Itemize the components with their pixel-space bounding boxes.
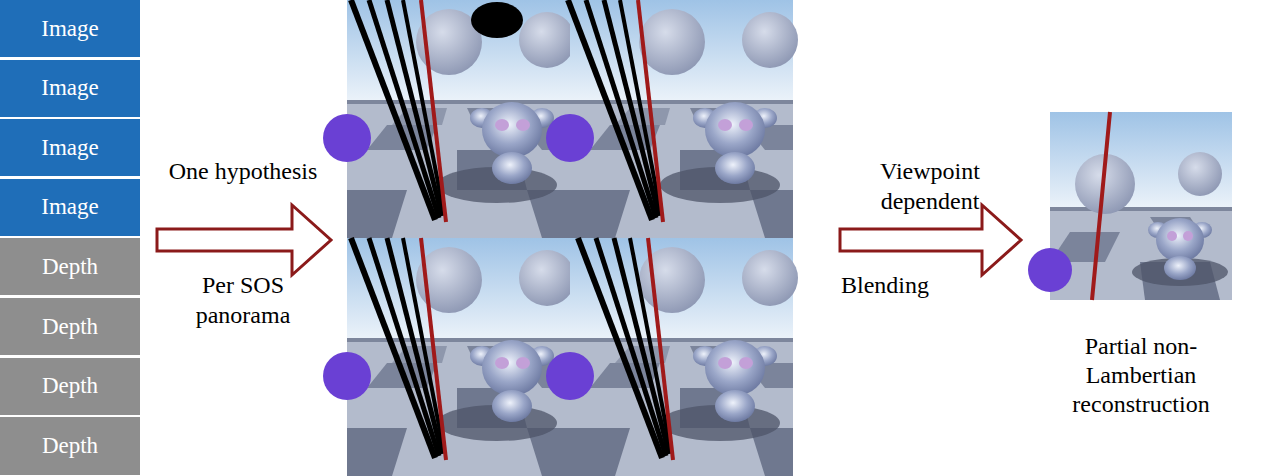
depth-box: Depth [0, 417, 140, 475]
panorama-panel [546, 238, 798, 476]
node-text: Image [41, 135, 98, 161]
node-text: Depth [42, 254, 98, 280]
arrow-label: Blending [830, 270, 940, 300]
image-box: Image [0, 179, 140, 236]
arrow-label: One hypothesis [168, 156, 318, 186]
node-text: Partial non-Lambertian reconstruction [1045, 332, 1237, 419]
depth-box: Depth [0, 238, 140, 295]
node-text: Image [41, 16, 98, 42]
node-text: Depth [42, 314, 98, 340]
depth-box: Depth [0, 358, 140, 415]
depth-box: Depth [0, 298, 140, 355]
panorama-panel [323, 238, 575, 476]
arrow-label: Per SOS panorama [163, 270, 323, 330]
panorama-panel [546, 0, 798, 238]
image-box: Image [0, 0, 140, 57]
result-node: Partial non-Lambertian reconstruction [1045, 328, 1237, 423]
node-text: Image [41, 194, 98, 220]
node-text: Image [41, 75, 98, 101]
arrow-label: Viewpoint dependent [845, 156, 1015, 216]
reconstruction-image [1028, 112, 1232, 300]
image-box: Image [0, 119, 140, 176]
block-arrow [157, 205, 331, 275]
block-arrow [840, 205, 1021, 275]
image-box: Image [0, 60, 140, 117]
node-text: Depth [42, 373, 98, 399]
panorama-panel [323, 0, 575, 238]
node-text: Depth [42, 433, 98, 459]
